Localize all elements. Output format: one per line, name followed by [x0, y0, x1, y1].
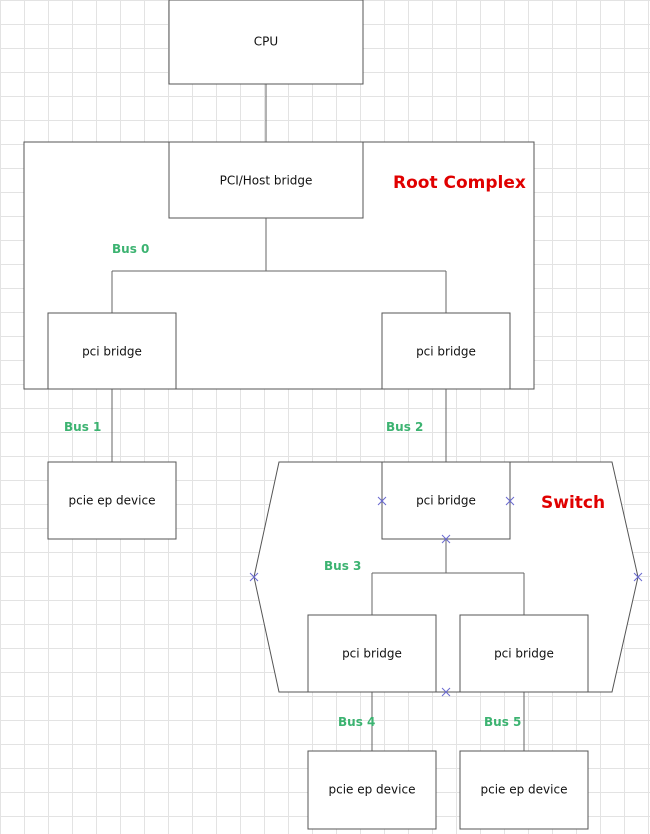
switch-down-bridge-right-box: pci bridge: [459, 614, 589, 693]
connection-lines: [111, 84, 525, 751]
switch-label: Switch: [541, 493, 605, 513]
ep-device-bus4-box: pcie ep device: [307, 750, 437, 830]
switch-down-bridge-left-box: pci bridge: [307, 614, 437, 693]
ep-device-bus5-label: pcie ep device: [481, 783, 568, 797]
root-bridge-right-box: pci bridge: [381, 312, 511, 390]
switch-down-bridge-left-label: pci bridge: [342, 647, 402, 661]
ep-device-bus4-label: pcie ep device: [329, 783, 416, 797]
marker-switch-bottom: [441, 687, 451, 697]
switch-down-bridge-right-label: pci bridge: [494, 647, 554, 661]
root-bridge-left-label: pci bridge: [82, 345, 142, 359]
marker-upstream-right: [505, 496, 515, 506]
switch-upstream-bridge-label: pci bridge: [416, 494, 476, 508]
marker-switch-right: [633, 572, 643, 582]
bus0-label: Bus 0: [112, 242, 149, 256]
host-bridge-box: PCI/Host bridge: [168, 141, 364, 219]
cpu-box: CPU: [168, 0, 364, 85]
marker-upstream-bottom: [441, 534, 451, 544]
switch-upstream-bridge-box: pci bridge: [381, 461, 511, 540]
ep-device-bus5-box: pcie ep device: [459, 750, 589, 830]
marker-switch-left: [249, 572, 259, 582]
root-bridge-right-label: pci bridge: [416, 345, 476, 359]
root-bridge-left-box: pci bridge: [47, 312, 177, 390]
bus2-label: Bus 2: [386, 420, 423, 434]
bus1-label: Bus 1: [64, 420, 101, 434]
bus5-label: Bus 5: [484, 715, 521, 729]
host-bridge-label: PCI/Host bridge: [220, 174, 313, 188]
bus4-label: Bus 4: [338, 715, 375, 729]
root-complex-label: Root Complex: [393, 173, 526, 193]
cpu-label: CPU: [254, 35, 278, 49]
ep-device-bus1-box: pcie ep device: [47, 461, 177, 540]
marker-upstream-left: [377, 496, 387, 506]
bus3-label: Bus 3: [324, 559, 361, 573]
ep-device-bus1-label: pcie ep device: [69, 494, 156, 508]
